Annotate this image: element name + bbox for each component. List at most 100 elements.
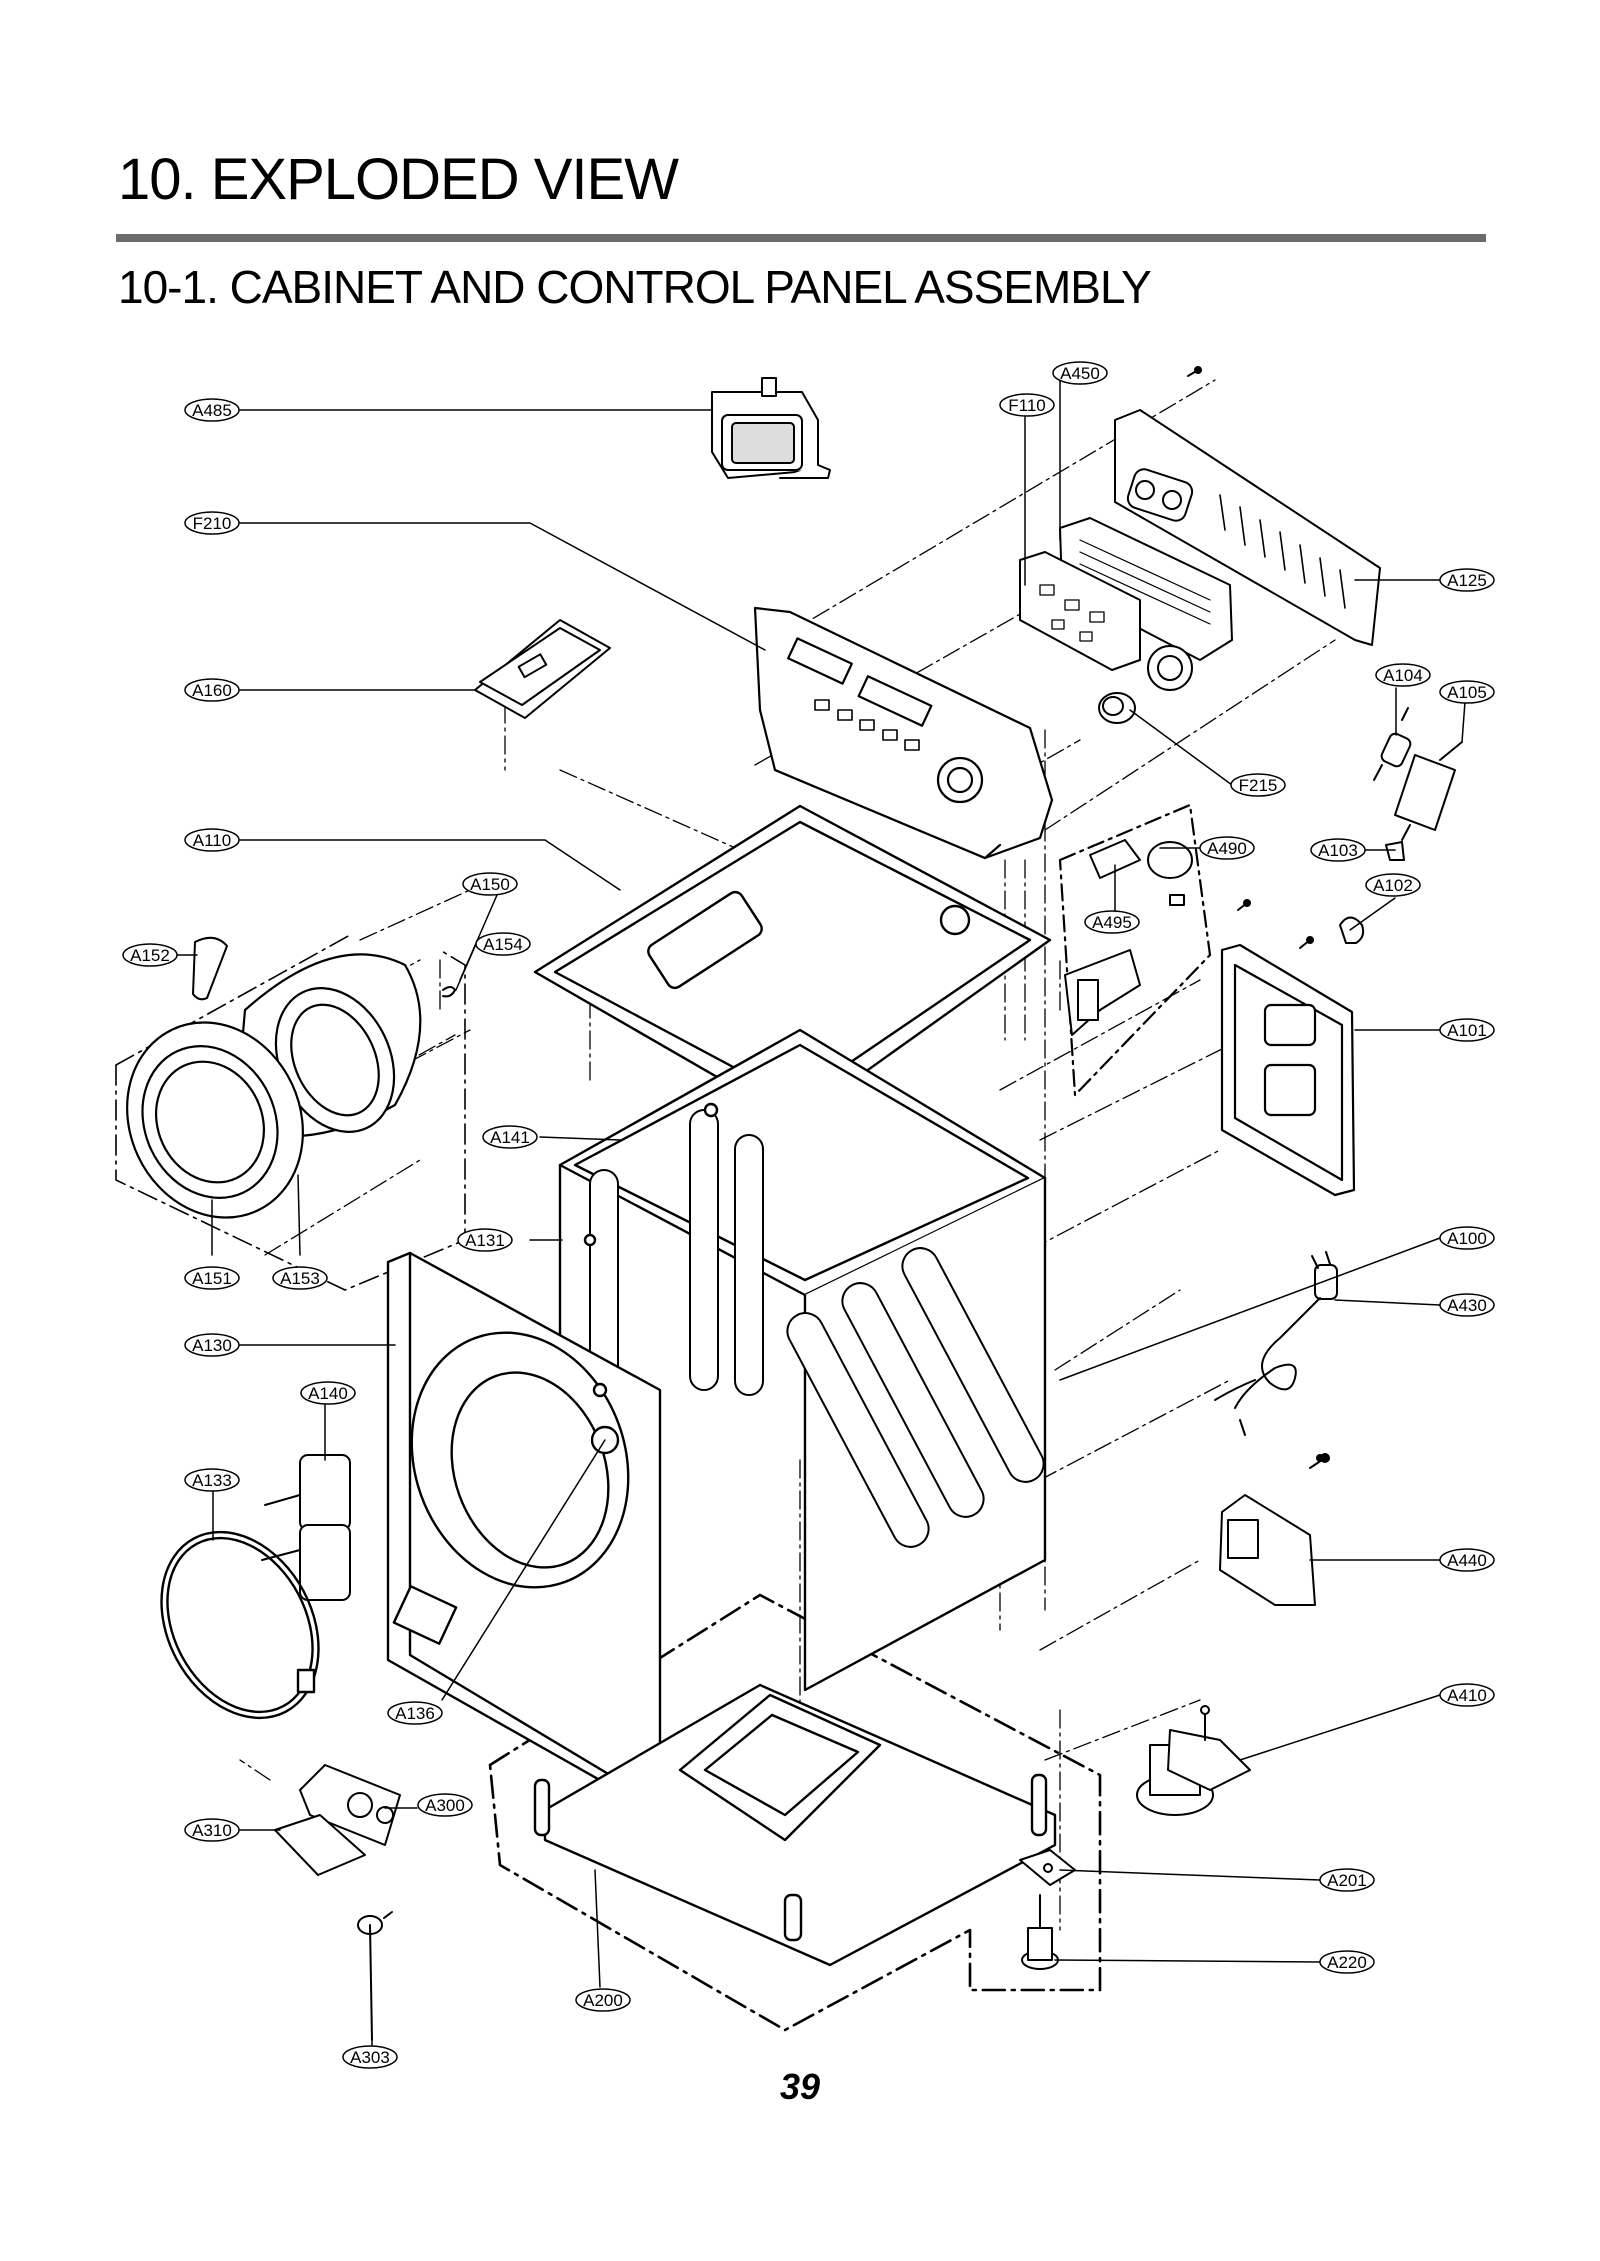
part-a220-foot (1021, 1894, 1059, 1970)
part-a101-cover (1220, 943, 1356, 1197)
callout-a300: A300 (417, 1793, 473, 1817)
svg-text:A151: A151 (192, 1269, 232, 1288)
callout-a140: A140 (300, 1381, 356, 1405)
svg-text:A410: A410 (1447, 1686, 1487, 1705)
callout-a141: A141 (482, 1125, 538, 1149)
part-f110-pcb (1019, 551, 1193, 691)
callout-a102: A102 (1365, 873, 1421, 897)
callout-a125: A125 (1439, 568, 1495, 592)
part-a410-pump (1136, 1705, 1251, 1816)
svg-text:A105: A105 (1447, 683, 1487, 702)
svg-text:A154: A154 (483, 935, 523, 954)
svg-text:A300: A300 (425, 1796, 465, 1815)
svg-text:A131: A131 (465, 1231, 505, 1250)
callout-a490: A490 (1199, 836, 1255, 860)
callout-a151: A151 (184, 1266, 240, 1290)
svg-text:A101: A101 (1447, 1021, 1487, 1040)
part-a160-drawer (474, 619, 611, 719)
part-a102-bracket (1339, 916, 1365, 944)
callout-a133: A133 (184, 1468, 240, 1492)
page-title: 10. EXPLODED VIEW (118, 147, 679, 212)
svg-text:A440: A440 (1447, 1551, 1487, 1570)
callout-a103: A103 (1310, 838, 1366, 862)
part-a100-cabinet (558, 1028, 1047, 1692)
part-f215-knob (1098, 692, 1136, 724)
callout-a310: A310 (184, 1818, 240, 1842)
callout-a152: A152 (122, 943, 178, 967)
svg-text:A125: A125 (1447, 571, 1487, 590)
svg-text:A310: A310 (192, 1821, 232, 1840)
part-a200-base (533, 1683, 1057, 1967)
callout-a430: A430 (1439, 1293, 1495, 1317)
callout-a101: A101 (1439, 1018, 1495, 1042)
part-a130-front-panel (386, 1251, 662, 1802)
svg-text:A485: A485 (192, 401, 232, 420)
svg-text:A200: A200 (583, 1991, 623, 2010)
svg-text:A152: A152 (130, 946, 170, 965)
svg-text:A133: A133 (192, 1471, 232, 1490)
title-rule (116, 234, 1486, 242)
callout-f210: F210 (184, 511, 240, 535)
part-a140-hinge (261, 1454, 351, 1601)
callout-a485: A485 (184, 398, 240, 422)
callout-a495: A495 (1084, 910, 1140, 934)
section-title: 10-1. CABINET AND CONTROL PANEL ASSEMBLY (118, 261, 1152, 313)
callout-a131: A131 (457, 1228, 513, 1252)
part-a110-top-plate (533, 804, 1052, 1124)
callout-a136: A136 (387, 1701, 443, 1725)
part-a490-harness (1089, 839, 1193, 906)
svg-text:A153: A153 (280, 1269, 320, 1288)
svg-text:A490: A490 (1207, 839, 1247, 858)
part-a133-ring (160, 1530, 320, 1720)
svg-text:A110: A110 (193, 831, 231, 850)
group-box-base (488, 1593, 1102, 2032)
screws (1237, 899, 1324, 1462)
svg-text:A140: A140 (308, 1384, 348, 1403)
part-a485-module (711, 377, 831, 479)
part-a152-hinge (192, 936, 228, 1001)
part-a450-pcb-frame (1059, 517, 1233, 661)
part-a105-hose (1394, 741, 1463, 841)
callout-a154: A154 (475, 932, 531, 956)
leader-lines (162, 372, 1467, 2046)
svg-text:A103: A103 (1318, 841, 1358, 860)
callout-a220: A220 (1319, 1950, 1375, 1974)
part-a104-valve (1373, 707, 1412, 781)
svg-text:A141: A141 (490, 1128, 530, 1147)
svg-text:A136: A136 (395, 1704, 435, 1723)
callout-a150: A150 (462, 872, 518, 896)
part-a154-latch (442, 986, 456, 998)
svg-text:A495: A495 (1092, 913, 1132, 932)
callout-a160: A160 (184, 678, 240, 702)
callout-a303: A303 (342, 2045, 398, 2069)
callouts: A450 F110 A485 F210 A125 A160 A104 A105 … (122, 361, 1495, 2069)
svg-text:A130: A130 (192, 1336, 232, 1355)
callout-a410: A410 (1439, 1683, 1495, 1707)
part-a300-filter-cover (299, 1764, 401, 1846)
callout-a130: A130 (184, 1333, 240, 1357)
svg-text:A450: A450 (1060, 364, 1100, 383)
part-a151-door (126, 1021, 304, 1219)
part-a125-rear-panel (1114, 366, 1381, 646)
svg-text:F210: F210 (193, 514, 232, 533)
part-a440-noise-filter (1219, 1453, 1330, 1606)
svg-text:F110: F110 (1008, 396, 1046, 415)
part-a430-power-cord (1214, 1251, 1338, 1436)
part-a310-filter-door (274, 1814, 366, 1876)
svg-text:A102: A102 (1373, 876, 1413, 895)
part-a495-bracket (1064, 949, 1141, 1036)
svg-text:A104: A104 (1383, 666, 1423, 685)
callout-a105: A105 (1439, 680, 1495, 704)
svg-text:A303: A303 (350, 2048, 390, 2067)
svg-text:F215: F215 (1239, 776, 1278, 795)
part-a303-cap (357, 1911, 393, 2041)
callout-a110: A110 (184, 828, 240, 852)
svg-text:A220: A220 (1327, 1953, 1367, 1972)
part-a103-clip (1385, 841, 1405, 861)
callout-a153: A153 (272, 1266, 328, 1290)
callout-a440: A440 (1439, 1548, 1495, 1572)
svg-text:A150: A150 (470, 875, 510, 894)
svg-text:A100: A100 (1447, 1229, 1487, 1248)
